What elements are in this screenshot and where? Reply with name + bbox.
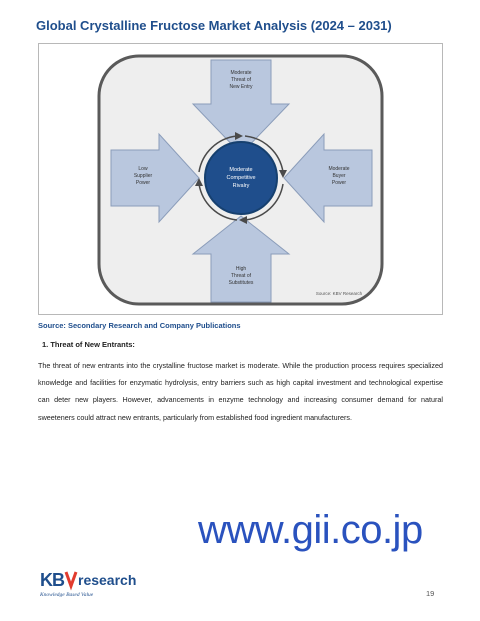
- center-circle: [204, 141, 278, 215]
- right-arrow: Moderate Buyer Power: [283, 132, 373, 224]
- center-label-3: Rivalry: [233, 183, 250, 189]
- diagram-source: Source: KBV Research: [316, 291, 363, 296]
- right-label-2: Buyer: [332, 173, 345, 179]
- figure-frame: Moderate Threat of New Entry High Threat…: [38, 43, 443, 315]
- left-label-3: Power: [136, 180, 151, 186]
- kbv-logo: K B research Knowledge Based Value: [39, 566, 170, 600]
- page-number: 19: [426, 589, 435, 598]
- cycle-arrowheads: [195, 132, 287, 224]
- five-forces-diagram: Moderate Threat of New Entry High Threat…: [97, 54, 384, 306]
- page-title: Global Crystalline Fructose Market Analy…: [36, 18, 392, 33]
- cycle-ring: [198, 135, 284, 221]
- figure-caption: Source: Secondary Research and Company P…: [38, 321, 241, 330]
- svg-text:Knowledge Based Value: Knowledge Based Value: [40, 592, 94, 598]
- svg-text:K: K: [40, 570, 53, 590]
- top-arrow: Moderate Threat of New Entry: [191, 59, 291, 155]
- watermark-text: www.gii.co.jp: [198, 508, 423, 552]
- bottom-arrow: High Threat of Substitutes: [191, 215, 291, 303]
- body-paragraph: The threat of new entrants into the crys…: [38, 361, 443, 422]
- left-label-2: Supplier: [134, 173, 153, 179]
- top-label-2: Threat of: [231, 77, 252, 83]
- svg-text:B: B: [52, 570, 65, 590]
- section-heading: 1. Threat of New Entrants:: [42, 340, 135, 349]
- bottom-label-2: Threat of: [231, 273, 252, 279]
- top-label-1: Moderate: [230, 70, 251, 76]
- bottom-label-1: High: [236, 266, 247, 272]
- center-label-2: Competitive: [226, 175, 255, 181]
- right-label-3: Power: [332, 180, 347, 186]
- svg-text:research: research: [78, 572, 136, 588]
- left-arrow: Low Supplier Power: [110, 132, 200, 224]
- center-label-1: Moderate: [229, 167, 252, 173]
- left-label-1: Low: [138, 166, 148, 172]
- right-label-1: Moderate: [328, 166, 349, 172]
- top-label-3: New Entry: [229, 84, 253, 90]
- bottom-label-3: Substitutes: [229, 280, 254, 286]
